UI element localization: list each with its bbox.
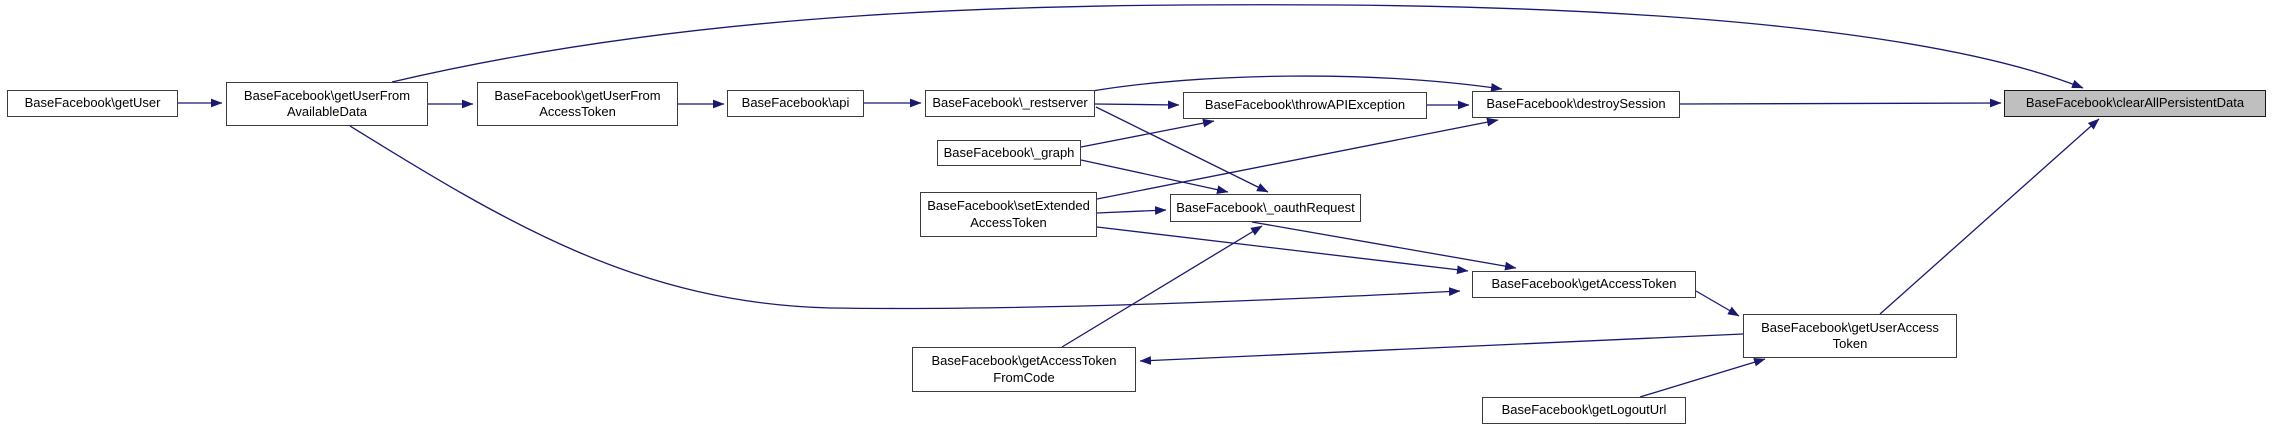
edge-setExtendedAccessToken-getAccessToken (1096, 226, 1469, 275)
node-destroySession[interactable]: BaseFacebook\destroySession (1472, 91, 1680, 118)
edge-getAccessTokenFromCode-oauthRequest (1061, 225, 1263, 348)
edge-restserver-throwAPIException (1094, 100, 1180, 110)
node-throwAPIException[interactable]: BaseFacebook\throwAPIException (1183, 92, 1427, 119)
edge-restserver-oauthRequest (1095, 106, 1269, 193)
edge-setExtendedAccessToken-destroySession (1096, 117, 1499, 200)
edge-graph-throwAPIException (1080, 118, 1215, 148)
node-getUserAccessToken[interactable]: BaseFacebook\getUserAccess Token (1743, 314, 1957, 358)
node-getAccessToken[interactable]: BaseFacebook\getAccessToken (1472, 271, 1696, 298)
edge-destroySession-clearAllPersistentData (1679, 98, 2002, 108)
node-getLogoutUrl[interactable]: BaseFacebook\getLogoutUrl (1482, 397, 1686, 424)
edge-setExtendedAccessToken-oauthRequest (1096, 206, 1167, 215)
node-getUserFromAvailableData[interactable]: BaseFacebook\getUserFrom AvailableData (226, 82, 428, 126)
node-setExtendedAccessToken[interactable]: BaseFacebook\setExtended AccessToken (920, 192, 1097, 237)
edge-getAccessToken-getUserAccessToken (1695, 290, 1740, 317)
edge-getUserAccessToken-clearAllPersistentData (1879, 118, 2100, 315)
node-getUserFromAccessToken[interactable]: BaseFacebook\getUserFrom AccessToken (477, 82, 678, 126)
edge-getUserAccessToken-getAccessTokenFromCode (1139, 333, 1744, 365)
edge-restserver-destroySession (1091, 75, 1503, 92)
node-getAccessTokenFromCode[interactable]: BaseFacebook\getAccessToken FromCode (912, 347, 1136, 392)
node-oauthRequest[interactable]: BaseFacebook\_oauthRequest (1170, 194, 1361, 222)
edge-getUserFromAvailableData-getAccessToken (349, 125, 1461, 310)
node-restserver[interactable]: BaseFacebook\_restserver (925, 90, 1095, 117)
node-clearAllPersistentData[interactable]: BaseFacebook\clearAllPersistentData (2004, 90, 2266, 117)
node-api[interactable]: BaseFacebook\api (727, 90, 864, 117)
node-graph[interactable]: BaseFacebook\_graph (937, 140, 1081, 166)
edge-graph-oauthRequest (1080, 159, 1229, 194)
edge-getUserFromAvailableData-clearAllPersistentData (391, 4, 2084, 89)
node-getUser[interactable]: BaseFacebook\getUser (7, 90, 178, 117)
edge-getLogoutUrl-getUserAccessToken (1639, 357, 1766, 398)
edge-oauthRequest-getAccessToken (1251, 221, 1517, 271)
